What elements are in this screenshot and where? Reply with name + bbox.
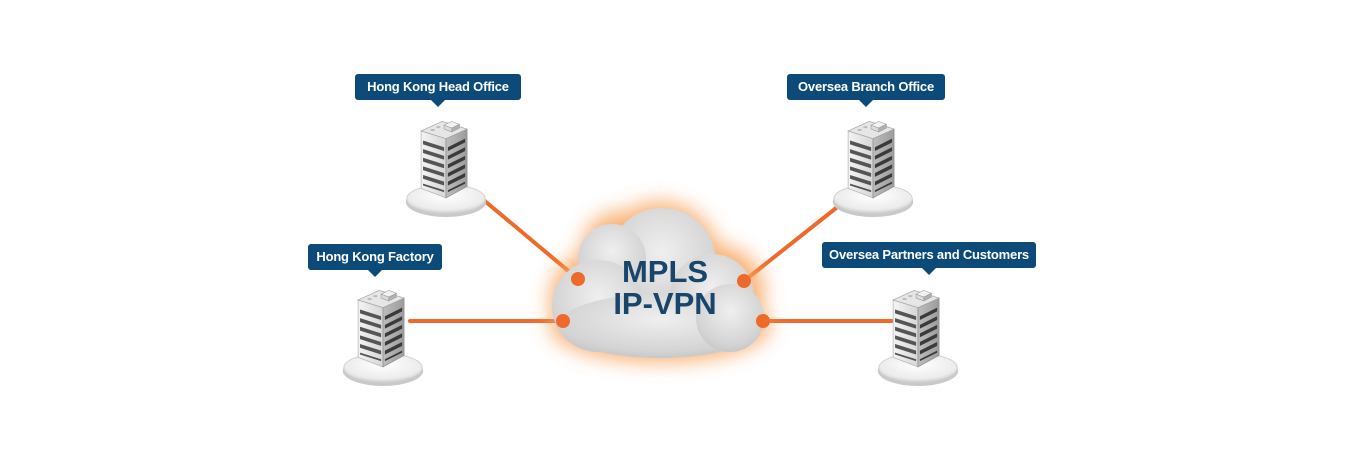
link-oversea-branch-office: [742, 195, 852, 283]
label-oversea-branch-office: Oversea Branch Office: [787, 74, 945, 107]
cloud-label-line2: IP-VPN: [613, 286, 717, 321]
endpoint-dot: [756, 314, 770, 328]
building-icon: [405, 120, 487, 218]
building-icon: [832, 120, 914, 218]
link-hk-head-office: [478, 195, 580, 281]
endpoint-dot: [556, 314, 570, 328]
connection-endpoints: [556, 272, 770, 328]
label-hk-head-office: Hong Kong Head Office: [355, 74, 521, 107]
connection-lines: [408, 195, 894, 323]
building-icon: [342, 289, 424, 387]
cloud-label: MPLS IP-VPN: [560, 256, 770, 320]
endpoint-dot: [571, 272, 585, 286]
label-hk-factory: Hong Kong Factory: [308, 244, 442, 277]
cloud-label-line1: MPLS: [621, 254, 709, 289]
endpoint-dot: [737, 274, 751, 288]
building-icon: [877, 289, 959, 387]
label-oversea-partners: Oversea Partners and Customers: [822, 242, 1036, 275]
mpls-cloud: [552, 208, 764, 358]
